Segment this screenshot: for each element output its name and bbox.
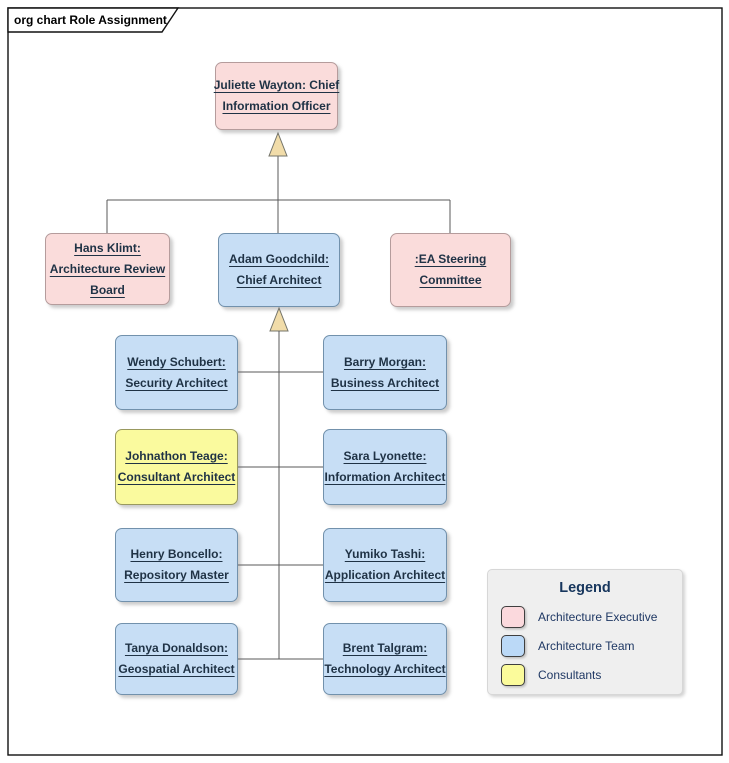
node-label: Brent Talgram: xyxy=(342,641,428,655)
node-label: Henry Boncello: xyxy=(130,547,223,561)
node-sara-lyonette[interactable]: Sara Lyonette: Information Architect xyxy=(323,429,447,505)
node-label: Business Architect xyxy=(330,375,440,390)
legend-item-consultants: Consultants xyxy=(501,662,682,687)
legend: Legend Architecture Executive Architectu… xyxy=(487,569,683,695)
node-label: Johnathon Teage: xyxy=(125,449,228,463)
node-label: Adam Goodchild: xyxy=(229,252,329,266)
node-label: Security Architect xyxy=(125,375,228,390)
legend-label: Consultants xyxy=(538,667,602,682)
legend-item-architecture-executive: Architecture Executive xyxy=(501,604,682,629)
node-adam-goodchild[interactable]: Adam Goodchild: Chief Architect xyxy=(218,233,340,307)
legend-items: Architecture Executive Architecture Team… xyxy=(501,604,682,687)
node-label: Yumiko Tashi: xyxy=(344,547,426,561)
node-label: Barry Morgan: xyxy=(343,354,426,369)
node-label: Juliette Wayton: Chief xyxy=(213,78,340,92)
node-label: Committee xyxy=(419,273,482,287)
legend-item-architecture-team: Architecture Team xyxy=(501,633,682,658)
node-label: Information Architect xyxy=(324,470,446,484)
legend-title: Legend xyxy=(559,580,611,596)
node-label: Repository Master xyxy=(124,568,229,582)
node-label: Hans Klimt: xyxy=(74,240,141,255)
legend-swatch-executive xyxy=(501,605,525,628)
node-label: Chief Architect xyxy=(236,273,322,287)
node-label: :EA Steering xyxy=(414,252,487,266)
node-label: Information Officer xyxy=(222,99,331,113)
diagram-title: org chart Role Assignment xyxy=(14,13,167,27)
node-johnathon-teage[interactable]: Johnathon Teage: Consultant Architect xyxy=(115,429,238,505)
node-ea-steering-committee[interactable]: :EA Steering Committee xyxy=(390,233,511,307)
node-brent-talgram[interactable]: Brent Talgram: Technology Architect xyxy=(323,623,447,695)
legend-label: Architecture Team xyxy=(538,638,635,653)
node-label: Wendy Schubert: xyxy=(127,354,226,369)
node-label: Sara Lyonette: xyxy=(343,449,427,463)
node-label: Tanya Donaldson: xyxy=(124,641,229,655)
node-juliette-wayton[interactable]: Juliette Wayton: Chief Information Offic… xyxy=(214,62,339,130)
node-hans-klimt[interactable]: Hans Klimt: Architecture Review Board xyxy=(45,233,170,305)
node-barry-morgan[interactable]: Barry Morgan: Business Architect xyxy=(323,335,447,410)
node-tanya-donaldson[interactable]: Tanya Donaldson: Geospatial Architect xyxy=(115,623,238,695)
node-label: Consultant Architect xyxy=(117,470,236,484)
node-label: Technology Architect xyxy=(324,662,446,676)
node-yumiko-tashi[interactable]: Yumiko Tashi: Application Architect xyxy=(323,528,447,602)
node-label: Geospatial Architect xyxy=(118,662,235,676)
node-label: Architecture Review xyxy=(49,261,166,276)
legend-swatch-consultants xyxy=(501,663,525,686)
node-label: Application Architect xyxy=(324,568,446,582)
legend-swatch-team xyxy=(501,634,525,657)
node-label: Board xyxy=(90,282,125,297)
legend-label: Architecture Executive xyxy=(538,609,658,624)
generalization-arrow-top xyxy=(268,131,288,157)
node-wendy-schubert[interactable]: Wendy Schubert: Security Architect xyxy=(115,335,238,410)
generalization-arrow-mid xyxy=(269,306,289,332)
node-henry-boncello[interactable]: Henry Boncello: Repository Master xyxy=(115,528,238,602)
